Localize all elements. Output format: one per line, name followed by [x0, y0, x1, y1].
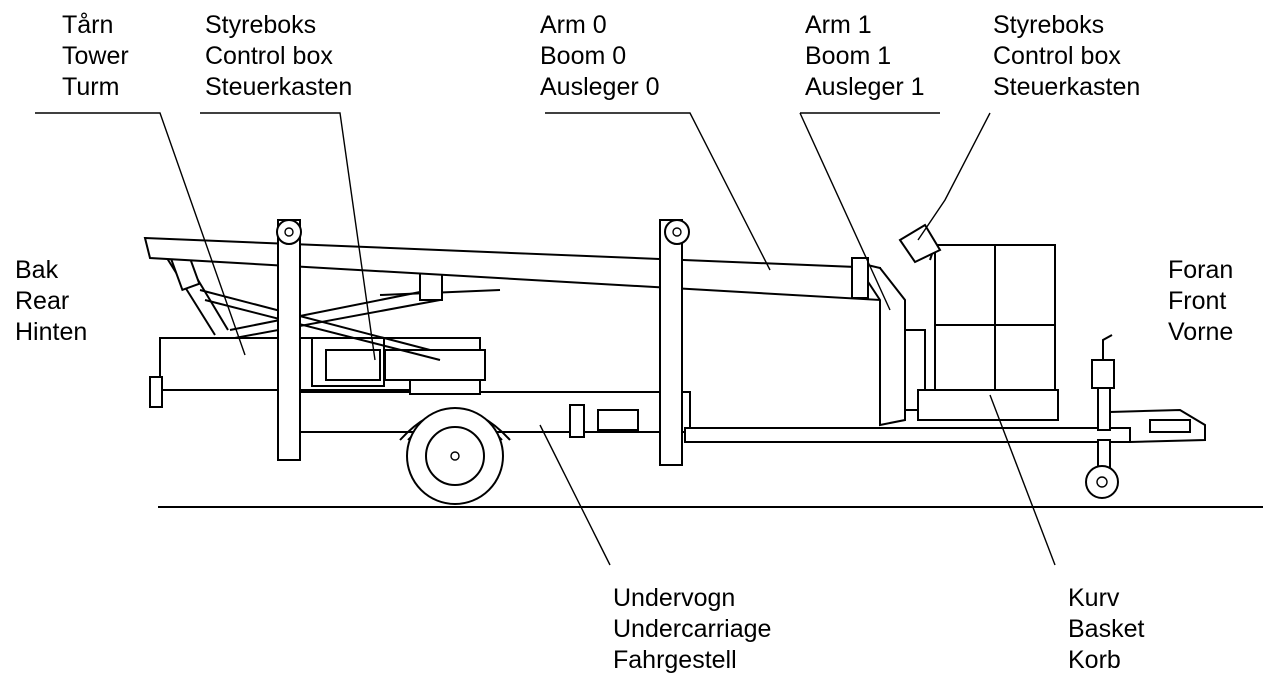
label-basket-no: Kurv [1068, 584, 1120, 612]
label-undercarriage: Undervogn Undercarriage Fahrgestell [613, 583, 771, 676]
label-control-box-2-de: Steuerkasten [993, 73, 1141, 101]
label-undercarriage-de: Fahrgestell [613, 646, 737, 674]
control-box-basket [898, 223, 942, 264]
label-boom-1-no: Arm 1 [805, 11, 872, 39]
label-control-box-1-no: Styreboks [205, 11, 317, 39]
label-rear-no: Bak [15, 256, 59, 284]
wheel [399, 407, 511, 505]
label-control-box-2: Styreboks Control box Steuerkasten [993, 10, 1140, 103]
basket [917, 244, 1059, 421]
lift-linkage [164, 244, 501, 361]
leader-lines [35, 112, 1056, 566]
label-tower-no: Tårn [62, 11, 114, 39]
label-rear: Bak Rear Hinten [15, 255, 87, 348]
boom-1 [851, 257, 926, 427]
label-boom-1-en: Boom 1 [805, 42, 892, 70]
label-undercarriage-no: Undervogn [613, 584, 736, 612]
label-basket: Kurv Basket Korb [1068, 583, 1144, 676]
label-boom-0-no: Arm 0 [540, 11, 607, 39]
label-front-de: Vorne [1168, 318, 1234, 346]
label-basket-en: Basket [1068, 615, 1145, 643]
label-tower-de: Turm [62, 73, 120, 101]
label-control-box-1-de: Steuerkasten [205, 73, 353, 101]
label-undercarriage-en: Undercarriage [613, 615, 772, 643]
label-boom-1: Arm 1 Boom 1 Ausleger 1 [805, 10, 925, 103]
label-boom-0: Arm 0 Boom 0 Ausleger 0 [540, 10, 660, 103]
label-control-box-2-no: Styreboks [993, 11, 1105, 39]
label-front-en: Front [1168, 287, 1227, 315]
tower-body [149, 337, 486, 408]
label-control-box-2-en: Control box [993, 42, 1121, 70]
label-front-no: Foran [1168, 256, 1234, 284]
label-basket-de: Korb [1068, 646, 1121, 674]
label-control-box-1-en: Control box [205, 42, 333, 70]
label-tower: Tårn Tower Turm [62, 10, 129, 103]
label-tower-en: Tower [62, 42, 129, 70]
label-boom-1-de: Ausleger 1 [805, 73, 925, 101]
label-rear-de: Hinten [15, 318, 88, 346]
label-front: Foran Front Vorne [1168, 255, 1233, 348]
label-control-box-1: Styreboks Control box Steuerkasten [205, 10, 352, 103]
label-boom-0-en: Boom 0 [540, 42, 627, 70]
label-rear-en: Rear [15, 287, 70, 315]
label-boom-0-de: Ausleger 0 [540, 73, 660, 101]
posts [276, 219, 690, 466]
